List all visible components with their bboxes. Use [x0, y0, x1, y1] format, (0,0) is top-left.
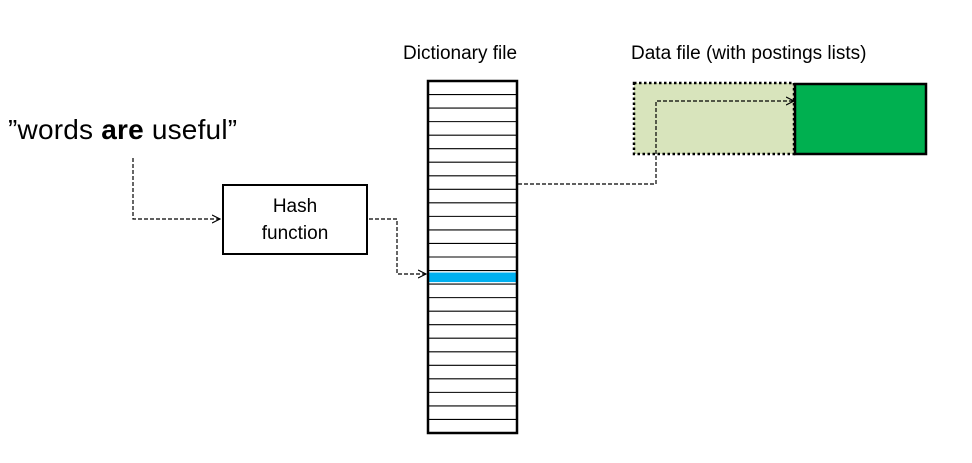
- hash-label-line1: Hash: [272, 195, 318, 217]
- dictionary-file-label: Dictionary file: [403, 43, 518, 64]
- postings-region: [632, 81, 796, 156]
- dictionary-rows: [428, 93, 517, 421]
- dictionary-to-postings-arrow: [518, 101, 794, 185]
- close-quote: ”: [227, 114, 238, 145]
- dictionary-file: [426, 79, 519, 435]
- postings-list-block: [793, 82, 928, 156]
- open-quote: ”: [8, 114, 18, 145]
- query-word-are: are: [101, 114, 144, 145]
- query-to-hash-arrow: [132, 158, 220, 219]
- hash-function-box: Hash function: [222, 184, 368, 255]
- query-text: ”words are useful”: [8, 114, 237, 146]
- hash-label-line2: function: [261, 222, 329, 244]
- hash-to-dictionary-arrow: [369, 218, 426, 274]
- highlighted-dictionary-slot: [429, 272, 516, 283]
- query-word-useful: useful: [143, 114, 228, 145]
- query-word-words: words: [17, 114, 102, 145]
- data-file-label: Data file (with postings lists): [631, 43, 867, 64]
